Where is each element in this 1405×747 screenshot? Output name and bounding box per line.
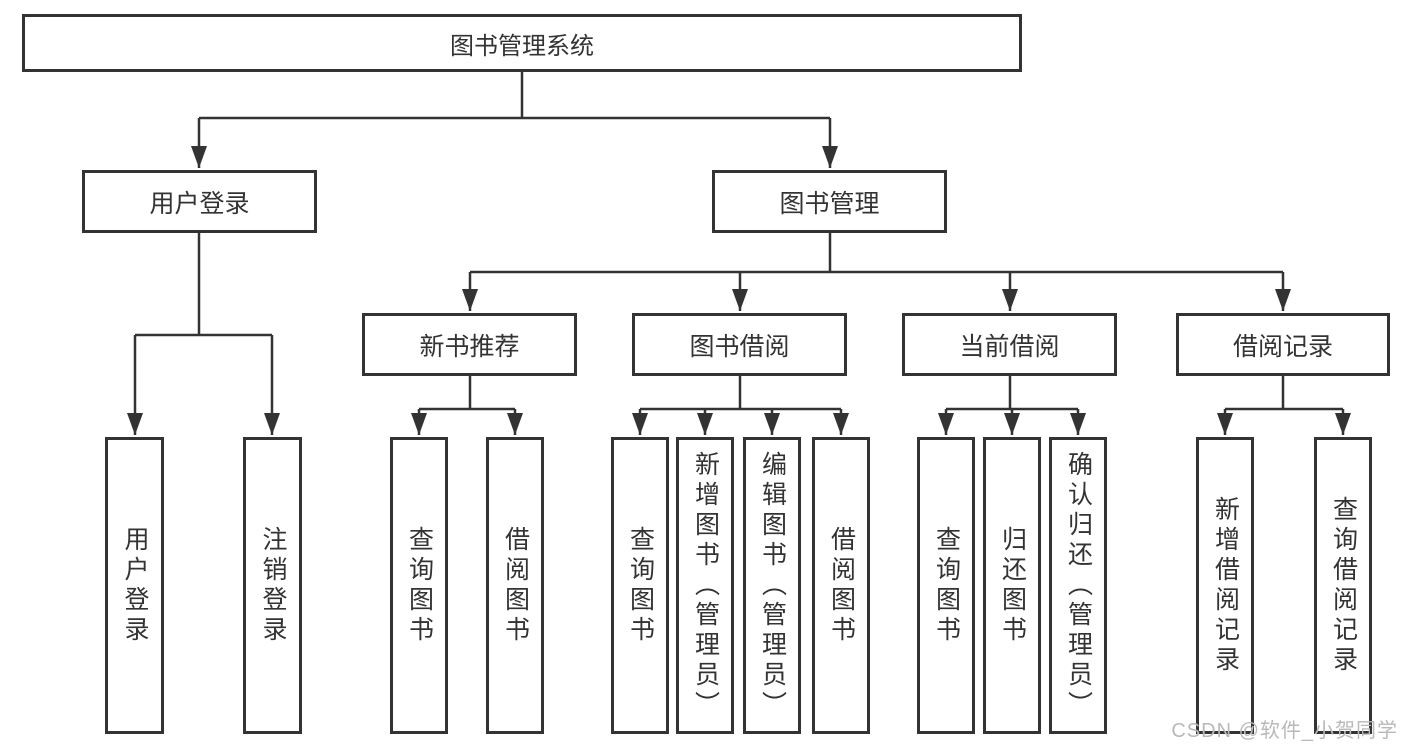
node-book-management-group: 图书管理 — [712, 170, 947, 233]
node-label: 注销登录 — [259, 525, 287, 646]
node-label: 新增图书（管理员） — [691, 450, 720, 721]
node-label: 图书管理 — [779, 189, 880, 218]
node-label: 编辑图书（管理员） — [758, 450, 787, 721]
node-new-book-recommend: 新书推荐 — [362, 313, 577, 376]
node-user-login-group: 用户登录 — [82, 170, 317, 233]
leaf-borrow-query-book: 查询图书 — [611, 437, 669, 734]
edges-borrow-record — [1217, 376, 1351, 435]
leaf-current-confirm-return-admin: 确认归还（管理员） — [1049, 437, 1107, 734]
node-label: 新增借阅记录 — [1211, 495, 1240, 676]
node-label: 图书管理系统 — [450, 32, 594, 60]
node-label: 用户登录 — [121, 525, 149, 646]
leaf-borrow-edit-book-admin: 编辑图书（管理员） — [743, 437, 801, 734]
node-label: 查询图书 — [405, 525, 434, 646]
leaf-recommend-query-book: 查询图书 — [390, 437, 448, 734]
node-label: 查询图书 — [626, 525, 655, 646]
csdn-watermark: CSDN @软件_小贺同学 — [1171, 720, 1398, 742]
edges-new-book-recommend — [411, 376, 523, 435]
node-root-system: 图书管理系统 — [22, 14, 1022, 72]
leaf-current-return-book: 归还图书 — [983, 437, 1041, 734]
node-label: 用户登录 — [149, 189, 250, 218]
edges-book-management — [462, 233, 1291, 311]
node-label: 新书推荐 — [419, 332, 520, 361]
node-borrow-record: 借阅记录 — [1176, 313, 1390, 376]
node-label: 查询图书 — [932, 525, 961, 646]
node-label: 当前借阅 — [959, 332, 1060, 361]
leaf-current-query-book: 查询图书 — [917, 437, 975, 734]
node-label: 确认归还（管理员） — [1064, 450, 1093, 721]
edges-book-borrow — [632, 376, 849, 435]
leaf-user-login: 用户登录 — [105, 437, 164, 734]
leaf-record-add-borrow-record: 新增借阅记录 — [1196, 437, 1254, 734]
node-label: 借阅图书 — [501, 525, 530, 646]
leaf-borrow-borrow-book: 借阅图书 — [812, 437, 870, 734]
leaf-recommend-borrow-book: 借阅图书 — [486, 437, 544, 734]
edges-user-login — [127, 233, 280, 435]
node-label: 借阅图书 — [827, 525, 856, 646]
leaf-record-query-borrow-record: 查询借阅记录 — [1314, 437, 1372, 734]
node-label: 归还图书 — [998, 525, 1027, 646]
leaf-logout: 注销登录 — [243, 437, 302, 734]
leaf-borrow-add-book-admin: 新增图书（管理员） — [676, 437, 734, 734]
node-book-borrow: 图书借阅 — [632, 313, 847, 376]
node-label: 查询借阅记录 — [1329, 495, 1358, 676]
node-label: 图书借阅 — [689, 332, 790, 361]
edges-current-borrow — [938, 376, 1086, 435]
edges-root — [191, 72, 838, 168]
node-label: 借阅记录 — [1232, 332, 1333, 361]
node-current-borrow: 当前借阅 — [902, 313, 1117, 376]
